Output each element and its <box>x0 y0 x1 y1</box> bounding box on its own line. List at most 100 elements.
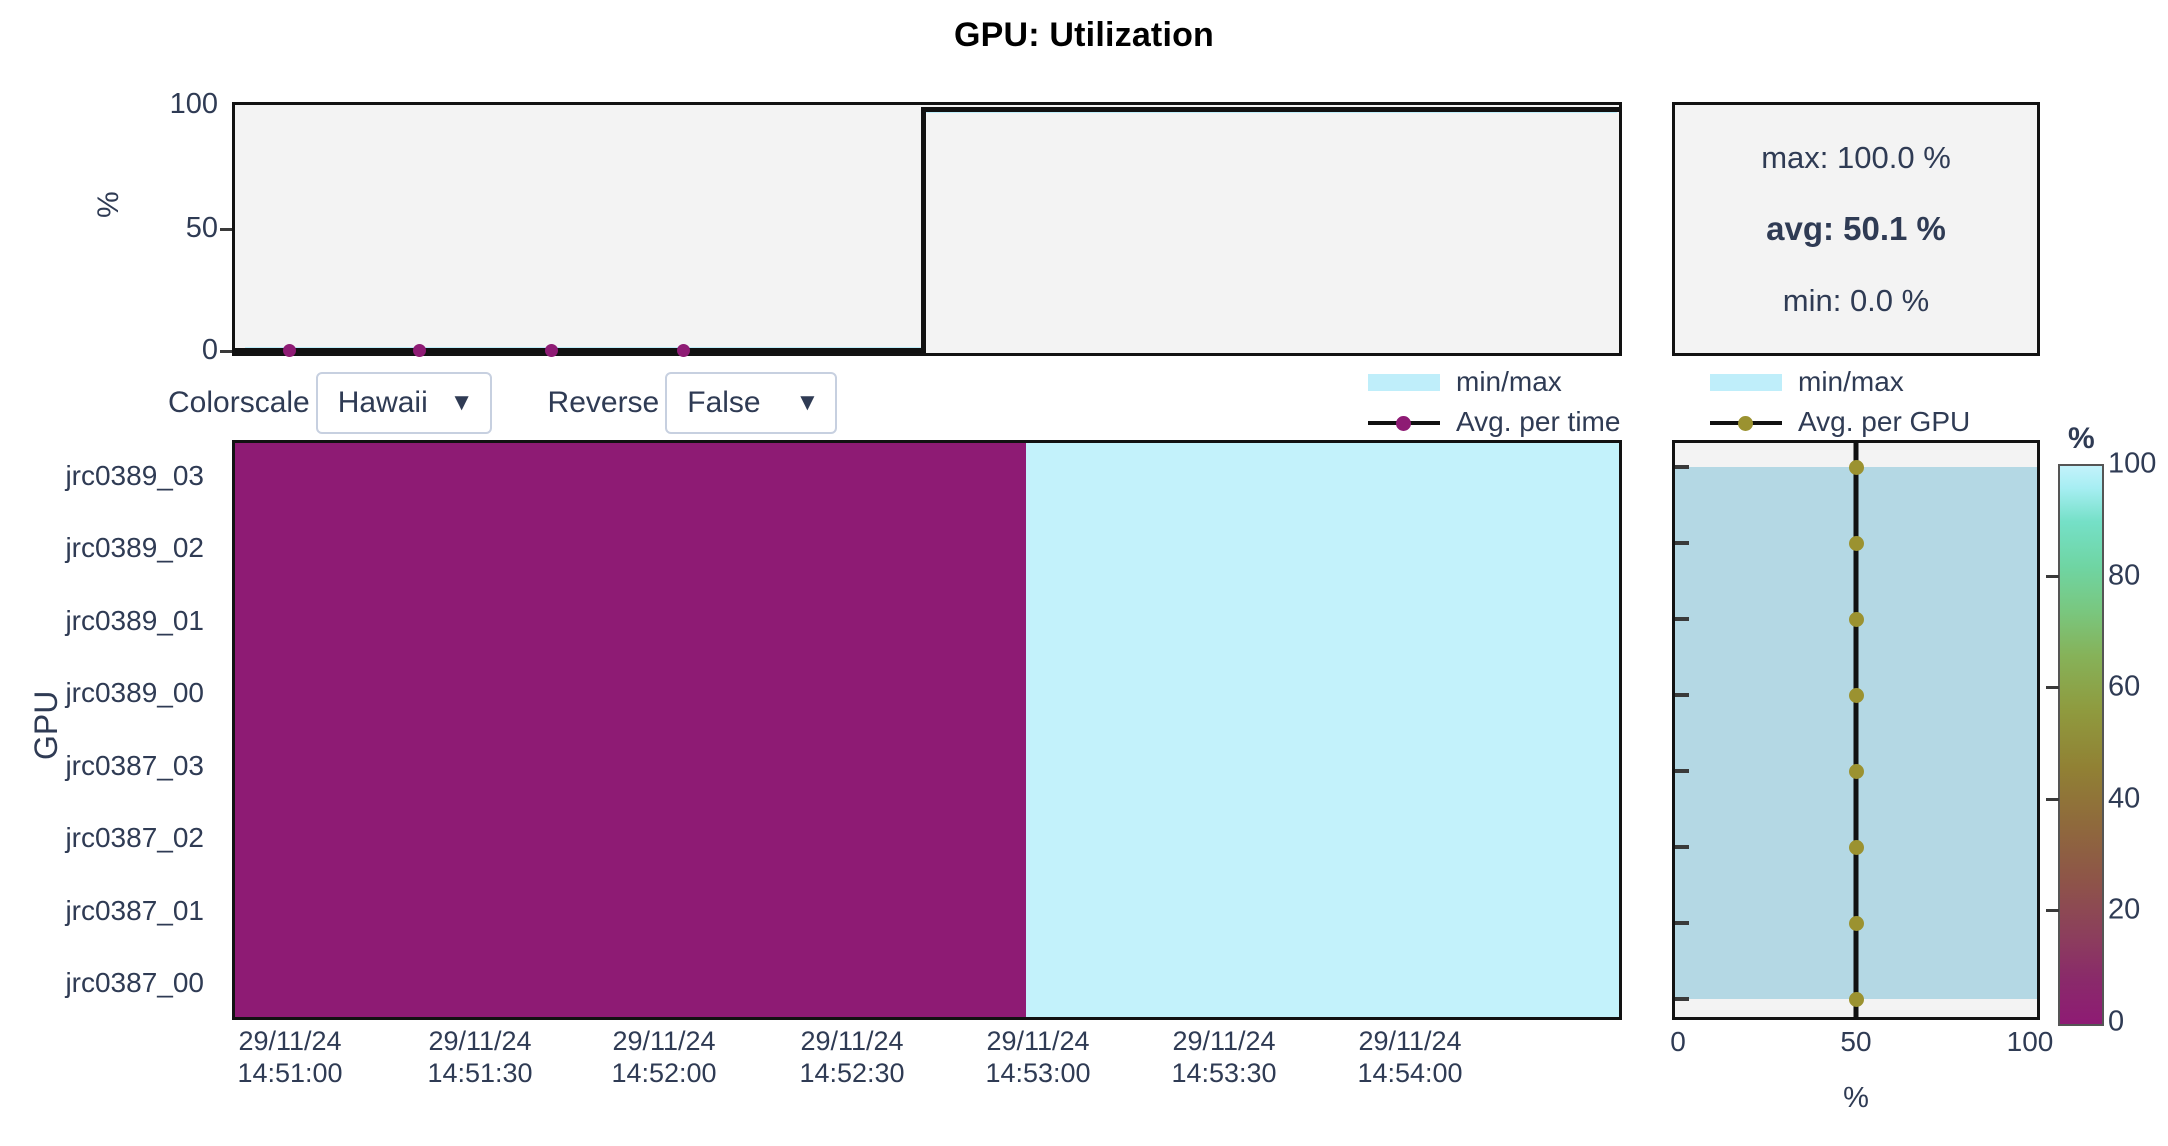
heatmap-row[interactable] <box>235 586 1619 659</box>
avg-per-gpu-marker <box>1849 536 1865 551</box>
heatmap-cell[interactable] <box>630 658 829 730</box>
stat-avg: avg: 50.1 % <box>1766 210 1946 247</box>
colorbar[interactable] <box>2058 464 2104 1026</box>
heatmap-cell[interactable] <box>1421 730 1619 802</box>
colorscale-dropdown[interactable]: Hawaii ▼ <box>315 372 492 434</box>
heatmap-cell[interactable] <box>1421 586 1619 659</box>
heatmap-cell[interactable] <box>1025 873 1224 946</box>
avg-per-gpu-chart[interactable] <box>1672 440 2040 1020</box>
heatmap-row[interactable] <box>235 730 1619 802</box>
avg-per-gpu-ytick <box>1675 769 1689 773</box>
heatmap-cell[interactable] <box>235 658 433 730</box>
heatmap-cell[interactable] <box>1223 945 1422 1017</box>
heatmap-cell[interactable] <box>1223 873 1422 946</box>
heatmap-cell[interactable] <box>828 514 1026 587</box>
heatmap-cell[interactable] <box>432 873 631 946</box>
heatmap-cell[interactable] <box>235 801 433 874</box>
heatmap-cell[interactable] <box>1025 586 1224 659</box>
heatmap-cell[interactable] <box>828 801 1026 874</box>
heatmap-row[interactable] <box>235 658 1619 730</box>
avg-per-gpu-x-ticks: 0 50 100 <box>1670 1026 2053 1070</box>
rs-xtick-50: 50 <box>1840 1026 1872 1057</box>
heatmap-cell[interactable] <box>828 586 1026 659</box>
colorbar-tick-label: 80 <box>2108 559 2141 592</box>
chevron-down-icon: ▼ <box>795 389 820 416</box>
heatmap-row[interactable] <box>235 801 1619 874</box>
heatmap-cell[interactable] <box>1025 801 1224 874</box>
heatmap-cell[interactable] <box>828 443 1026 515</box>
stats-panel: max: 100.0 % avg: 50.1 % min: 0.0 % <box>1672 102 2040 356</box>
heatmap-cell[interactable] <box>235 945 433 1017</box>
stat-min: min: 0.0 % <box>1782 282 1930 318</box>
heatmap-cell[interactable] <box>235 730 433 802</box>
avg-line-swatch <box>1710 414 1782 431</box>
heatmap[interactable] <box>232 440 1622 1020</box>
heatmap-cell[interactable] <box>630 945 829 1017</box>
heatmap-cell[interactable] <box>432 586 631 659</box>
colorscale-value: Hawaii <box>337 386 428 419</box>
heatmap-cell[interactable] <box>1223 730 1422 802</box>
heatmap-cell[interactable] <box>1223 586 1422 659</box>
heatmap-cell[interactable] <box>432 514 631 587</box>
heatmap-row[interactable] <box>235 945 1619 1017</box>
heatmap-cell[interactable] <box>1223 443 1422 515</box>
heatmap-ylab: jrc0387_01 <box>65 895 204 926</box>
heatmap-ylab: jrc0389_03 <box>65 460 204 491</box>
heatmap-cell[interactable] <box>1025 658 1224 730</box>
legend-item-avg-per-time[interactable]: Avg. per time <box>1368 402 1620 442</box>
minmax-band-swatch <box>1368 373 1440 391</box>
heatmap-cell[interactable] <box>235 586 433 659</box>
heatmap-cell[interactable] <box>630 514 829 587</box>
heatmap-cell[interactable] <box>828 873 1026 946</box>
legend-item-minmax[interactable]: min/max <box>1710 362 1970 402</box>
chevron-down-icon: ▼ <box>449 389 474 416</box>
colorscale-label: Colorscale <box>168 386 310 419</box>
heatmap-cell[interactable] <box>1025 443 1224 515</box>
heatmap-cell[interactable] <box>1025 945 1224 1017</box>
legend-label-minmax: min/max <box>1456 366 1562 397</box>
heatmap-cell[interactable] <box>235 514 433 587</box>
heatmap-cell[interactable] <box>630 730 829 802</box>
top-chart-marker <box>283 344 296 357</box>
legend-item-avg-per-gpu[interactable]: Avg. per GPU <box>1710 402 1970 442</box>
avg-per-gpu-marker <box>1849 992 1865 1007</box>
heatmap-cell[interactable] <box>1223 514 1422 587</box>
heatmap-ylab: jrc0389_00 <box>65 677 204 708</box>
heatmap-cell[interactable] <box>1025 514 1224 587</box>
heatmap-cell[interactable] <box>1421 801 1619 874</box>
heatmap-cell[interactable] <box>1223 658 1422 730</box>
top-chart-plot-area[interactable] <box>232 102 1622 357</box>
reverse-dropdown[interactable]: False ▼ <box>665 372 838 434</box>
heatmap-cell[interactable] <box>630 443 829 515</box>
heatmap-row[interactable] <box>235 873 1619 946</box>
heatmap-cell[interactable] <box>828 730 1026 802</box>
heatmap-cell[interactable] <box>432 443 631 515</box>
heatmap-row[interactable] <box>235 443 1619 515</box>
heatmap-cell[interactable] <box>630 586 829 659</box>
heatmap-cell[interactable] <box>235 873 433 946</box>
heatmap-cell[interactable] <box>432 658 631 730</box>
heatmap-y-tick-labels: jrc0389_03 jrc0389_02 jrc0389_01 jrc0389… <box>0 440 222 1020</box>
heatmap-cell[interactable] <box>1223 801 1422 874</box>
heatmap-cell[interactable] <box>1421 514 1619 587</box>
heatmap-cell[interactable] <box>828 945 1026 1017</box>
heatmap-cell[interactable] <box>432 945 631 1017</box>
heatmap-cell[interactable] <box>432 801 631 874</box>
heatmap-cell[interactable] <box>1421 443 1619 515</box>
heatmap-cell[interactable] <box>630 873 829 946</box>
top-chart-ytick-0: 0 <box>201 334 218 366</box>
legend-item-minmax[interactable]: min/max <box>1368 362 1620 402</box>
heatmap-cell[interactable] <box>235 443 433 515</box>
colorbar-tick-label: 20 <box>2108 893 2141 926</box>
heatmap-cell[interactable] <box>828 658 1026 730</box>
heatmap-cell[interactable] <box>432 730 631 802</box>
heatmap-cell[interactable] <box>1421 945 1619 1017</box>
heatmap-cell[interactable] <box>1421 873 1619 946</box>
heatmap-cell[interactable] <box>630 801 829 874</box>
heatmap-cell[interactable] <box>1025 730 1224 802</box>
heatmap-cell[interactable] <box>1421 658 1619 730</box>
heatmap-row[interactable] <box>235 514 1619 587</box>
